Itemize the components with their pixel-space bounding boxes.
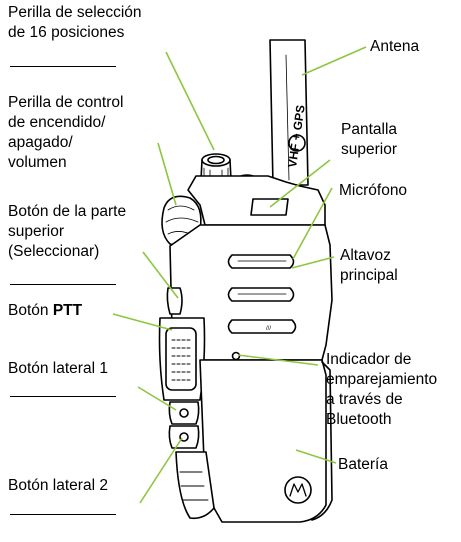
blank-line-4 bbox=[10, 514, 116, 515]
label-side-button-1: Botón lateral 1 bbox=[8, 360, 108, 377]
leader-antenna bbox=[301, 46, 367, 76]
bluetooth-led bbox=[231, 351, 241, 361]
leader-side2 bbox=[139, 437, 183, 504]
label-ptt: Botón PTT bbox=[8, 302, 83, 319]
label-top-button: Botón de la parte superior (Seleccionar) bbox=[8, 203, 127, 260]
ptt-button bbox=[165, 327, 197, 391]
label-bluetooth: Indicador de emparejamiento a través de … bbox=[326, 351, 438, 428]
label-antenna: Antena bbox=[370, 38, 420, 55]
label-selector-knob: Perilla de selección de 16 posiciones bbox=[8, 4, 142, 41]
leader-microphone bbox=[292, 187, 333, 260]
label-speaker: Altavoz principal bbox=[340, 247, 398, 284]
leader-display bbox=[269, 159, 331, 208]
blank-line-1 bbox=[10, 66, 116, 67]
leader-power bbox=[157, 142, 177, 206]
label-power-knob: Perilla de control de encendido/ apagado… bbox=[8, 94, 124, 171]
blank-line-3 bbox=[10, 396, 116, 397]
label-microphone: Micrófono bbox=[339, 182, 408, 199]
leader-selector bbox=[165, 51, 215, 151]
brand-mark: /// bbox=[266, 326, 271, 332]
antenna bbox=[269, 39, 309, 186]
top-display bbox=[250, 198, 289, 216]
battery-logo-icon bbox=[284, 476, 312, 504]
antenna-logo-icon bbox=[288, 134, 306, 152]
belt-clip bbox=[175, 451, 215, 520]
leader-bluetooth bbox=[237, 354, 319, 366]
label-side-button-2: Botón lateral 2 bbox=[8, 477, 108, 494]
leader-lines bbox=[112, 46, 367, 504]
label-top-display: Pantalla superior bbox=[341, 121, 398, 158]
leader-ptt bbox=[112, 313, 173, 331]
leader-speaker bbox=[291, 256, 335, 269]
blank-line-2 bbox=[10, 284, 116, 285]
leader-top-button bbox=[142, 251, 179, 299]
leader-battery bbox=[295, 449, 337, 464]
leader-side1 bbox=[137, 386, 177, 411]
speaker-grille bbox=[227, 254, 295, 269]
label-battery: Batería bbox=[338, 456, 388, 473]
